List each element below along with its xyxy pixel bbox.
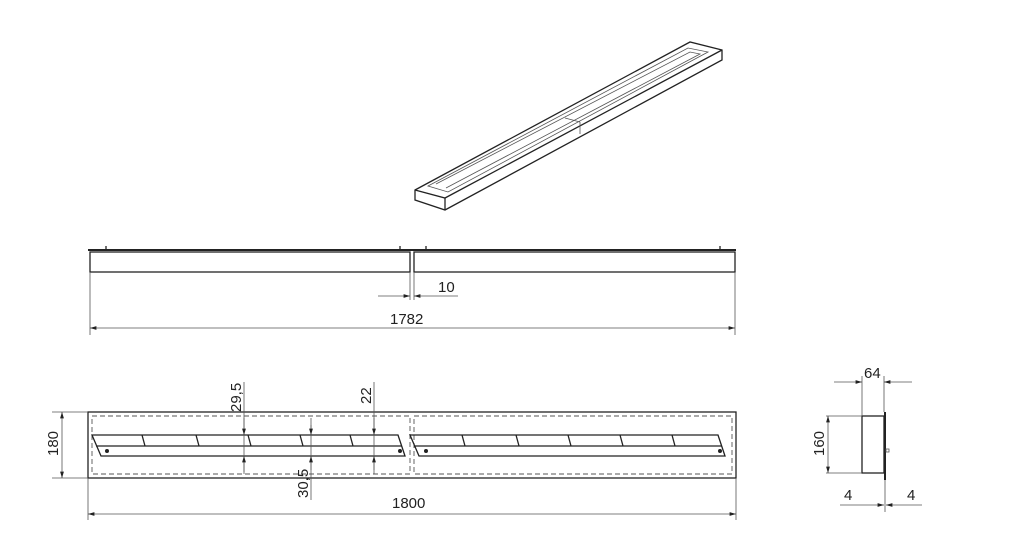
plan-length-dimension: 1800 [392, 495, 425, 512]
right-flange-dimension: 4 [907, 487, 915, 504]
end-height-dimension: 160 [811, 431, 828, 456]
side-view [88, 246, 736, 335]
plan-view [52, 382, 737, 520]
gap-dimension: 10 [438, 279, 455, 296]
end-view [826, 376, 922, 512]
slot-offset-bottom-dim: 30,5 [295, 469, 312, 498]
width-dimension: 180 [45, 431, 62, 456]
slot-height-dim: 22 [358, 387, 375, 404]
slot-offset-top-dim: 29,5 [228, 383, 245, 412]
side-length-dimension: 1782 [390, 311, 423, 328]
depth-dimension: 64 [864, 365, 881, 382]
left-flange-dimension: 4 [844, 487, 852, 504]
isometric-view [414, 41, 723, 211]
